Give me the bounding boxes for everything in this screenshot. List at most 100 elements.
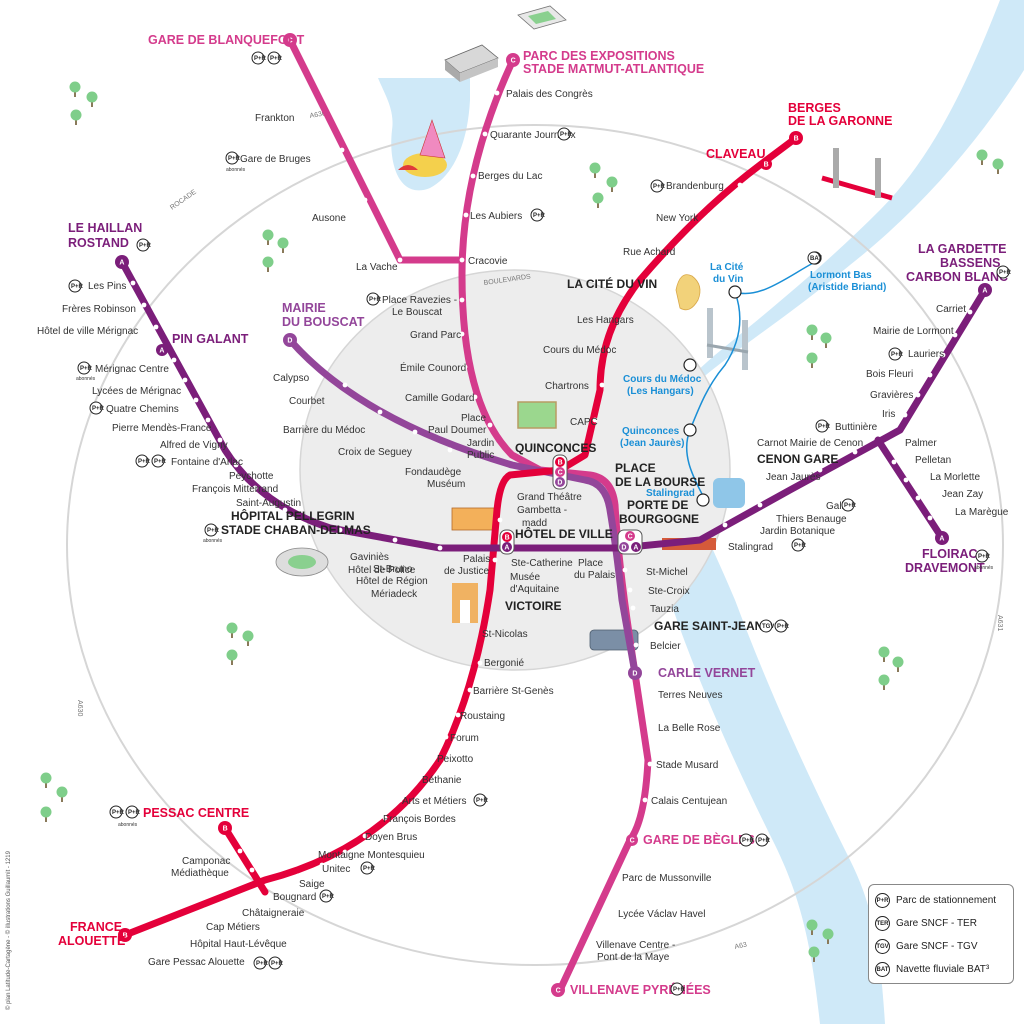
bat-stop[interactable] (696, 493, 710, 507)
station-bergonie[interactable]: Bergonié (484, 658, 524, 669)
station-ste-croix[interactable]: Ste-Croix (648, 586, 690, 597)
station-museum[interactable]: Muséum (427, 479, 465, 490)
station-pmf[interactable]: Pierre Mendès-France (112, 423, 212, 434)
station-berges-du-lac[interactable]: Berges du Lac (478, 171, 543, 182)
station-jardin-public[interactable]: Jardin (467, 438, 494, 449)
station-cracovie[interactable]: Cracovie (468, 256, 508, 267)
station-st-nicolas[interactable]: St-Nicolas (482, 629, 528, 640)
station-stalingrad[interactable]: Stalingrad (728, 542, 773, 553)
station-bougnard[interactable]: Bougnard (273, 892, 316, 903)
station-grand-parc[interactable]: Grand Parc (410, 330, 461, 341)
station-musee-aquitaine[interactable]: Musée (510, 572, 540, 583)
bat-stop[interactable] (683, 423, 697, 437)
station-pelletan[interactable]: Pelletan (915, 455, 951, 466)
terminus-blanquefort[interactable]: GARE DE BLANQUEFORT (148, 33, 305, 47)
station-bethanie[interactable]: Béthanie (422, 775, 462, 786)
station-hotel-region[interactable]: Hôtel de Région (356, 576, 428, 587)
station-francois-mitterrand[interactable]: François Mitterrand (192, 484, 278, 495)
station-hotel-police[interactable]: Hôtel de Police (348, 565, 416, 576)
porte-bourgogne-interchange[interactable]: C D A (617, 529, 643, 555)
station-chataigneraie[interactable]: Châtaigneraie (242, 908, 305, 919)
station-la-morlette[interactable]: La Morlette (930, 472, 980, 483)
terminus-claveau[interactable]: CLAVEAU (706, 147, 766, 161)
station-les-aubiers[interactable]: Les Aubiers (470, 211, 522, 222)
station-arts-metiers[interactable]: Arts et Métiers (402, 796, 466, 807)
station-cenon-gare[interactable]: CENON GARE (757, 452, 838, 466)
station-courbet[interactable]: Courbet (289, 396, 325, 407)
station-lauriers[interactable]: Lauriers (908, 349, 944, 360)
station-jardin-botanique[interactable]: Jardin Botanique (760, 526, 835, 537)
station-belle-rose[interactable]: La Belle Rose (658, 723, 721, 734)
station-cite-du-vin[interactable]: LA CITÉ DU VIN (567, 276, 657, 291)
terminus-france[interactable]: FRANCE (70, 920, 122, 934)
station-gavinies[interactable]: Gaviniès (350, 552, 389, 563)
station-gare-pessac-alouette[interactable]: Gare Pessac Alouette (148, 957, 245, 968)
station-place-palais[interactable]: Place (578, 558, 603, 569)
station-cap-metiers[interactable]: Cap Métiers (206, 922, 260, 933)
station-frankton[interactable]: Frankton (255, 113, 294, 124)
station-new-york[interactable]: New York (656, 213, 699, 224)
station-croix-seguey[interactable]: Croix de Seguey (338, 447, 412, 458)
station-buttiniere[interactable]: Buttinière (835, 422, 878, 433)
terminus-expo[interactable]: PARC DES EXPOSITIONS (523, 49, 675, 63)
station-carnot[interactable]: Carnot Mairie de Cenon (757, 438, 863, 449)
station-unitec[interactable]: Unitec (322, 864, 350, 875)
station-fondaudege[interactable]: Fondaudège (405, 467, 462, 478)
station-villenave-centre[interactable]: Villenave Centre - (596, 940, 675, 951)
station-begles[interactable]: GARE DE BÈGLES (643, 832, 755, 847)
station-alfred-vigny[interactable]: Alfred de Vigny (160, 440, 228, 451)
station-merignac-centre[interactable]: Mérignac Centre (95, 364, 169, 375)
station-hopital-pellegrin[interactable]: HÔPITAL PELLEGRIN (231, 508, 355, 523)
bat-cours-medoc[interactable]: Cours du Médoc (623, 374, 702, 385)
station-camponac[interactable]: Camponac (182, 856, 230, 867)
station-thiers-benauge[interactable]: Thiers Benauge (776, 514, 847, 525)
station-st-michel[interactable]: St-Michel (646, 567, 688, 578)
station-galin[interactable]: Galin (826, 501, 849, 512)
station-lycees-merignac[interactable]: Lycées de Mérignac (92, 386, 181, 397)
station-la-maregue[interactable]: La Marègue (955, 507, 1009, 518)
station-belcier[interactable]: Belcier (650, 641, 681, 652)
station-brandenburg[interactable]: Brandenburg (666, 181, 724, 192)
station-barriere-medoc[interactable]: Barrière du Médoc (283, 425, 365, 436)
station-st-bruno[interactable]: St-Bruno (373, 564, 413, 575)
station-grand-theatre[interactable]: Grand Théâtre (517, 492, 582, 503)
station-les-pins[interactable]: Les Pins (88, 281, 126, 292)
station-carriet[interactable]: Carriet (936, 304, 966, 315)
station-ravezies[interactable]: Place Ravezies - (382, 295, 457, 306)
bat-cite-du-vin[interactable]: La Cité (710, 262, 744, 273)
station-quatre-chemins[interactable]: Quatre Chemins (106, 404, 179, 415)
station-mairie-lormont[interactable]: Mairie de Lormont (873, 326, 954, 337)
station-camille-godard[interactable]: Camille Godard (405, 393, 474, 404)
terminus-gardette[interactable]: LA GARDETTE (918, 242, 1006, 256)
station-doyen-brus[interactable]: Doyen Brus (365, 832, 417, 843)
station-peychotte[interactable]: Peychotte (229, 471, 274, 482)
station-palmer[interactable]: Palmer (905, 438, 937, 449)
station-lycee-havel[interactable]: Lycée Václav Havel (618, 909, 705, 920)
station-roustaing[interactable]: Roustaing (460, 711, 505, 722)
station-palais-justice[interactable]: Palais (463, 554, 490, 565)
station-palais-congres[interactable]: Palais des Congrès (506, 89, 593, 100)
station-iris[interactable]: Iris (882, 409, 895, 420)
station-victoire[interactable]: VICTOIRE (505, 599, 561, 613)
station-montaigne[interactable]: Montaigne Montesquieu (318, 850, 425, 861)
station-calypso[interactable]: Calypso (273, 373, 310, 384)
station-meriadeck[interactable]: Mériadeck (371, 589, 418, 600)
terminus-bouscat[interactable]: MAIRIE (282, 301, 326, 315)
bat-quinconces[interactable]: Quinconces (622, 426, 680, 437)
terminus-haillan[interactable]: LE HAILLAN (68, 221, 142, 235)
station-stade-musard[interactable]: Stade Musard (656, 760, 718, 771)
station-emile-counord[interactable]: Émile Counord (400, 361, 466, 374)
station-peixotto[interactable]: Peixotto (437, 754, 474, 765)
station-calais-centujean[interactable]: Calais Centujean (651, 796, 727, 807)
quinconces-interchange[interactable]: B C D (552, 454, 568, 490)
station-fontaine-arlac[interactable]: Fontaine d'Arlac (171, 457, 243, 468)
terminus-pessac[interactable]: PESSAC CENTRE (143, 806, 249, 820)
station-hdv-merignac[interactable]: Hôtel de ville Mérignac (37, 326, 138, 337)
station-tauzia[interactable]: Tauzia (650, 604, 679, 615)
station-rue-achard[interactable]: Rue Achard (623, 247, 675, 258)
bat-lormont[interactable]: Lormont Bas (810, 270, 872, 281)
station-ste-catherine[interactable]: Ste-Catherine (511, 558, 573, 569)
station-quinconces[interactable]: QUINCONCES (515, 441, 596, 455)
station-gare-bruges[interactable]: Gare de Bruges (240, 154, 311, 165)
station-les-hangars[interactable]: Les Hangars (577, 315, 634, 326)
